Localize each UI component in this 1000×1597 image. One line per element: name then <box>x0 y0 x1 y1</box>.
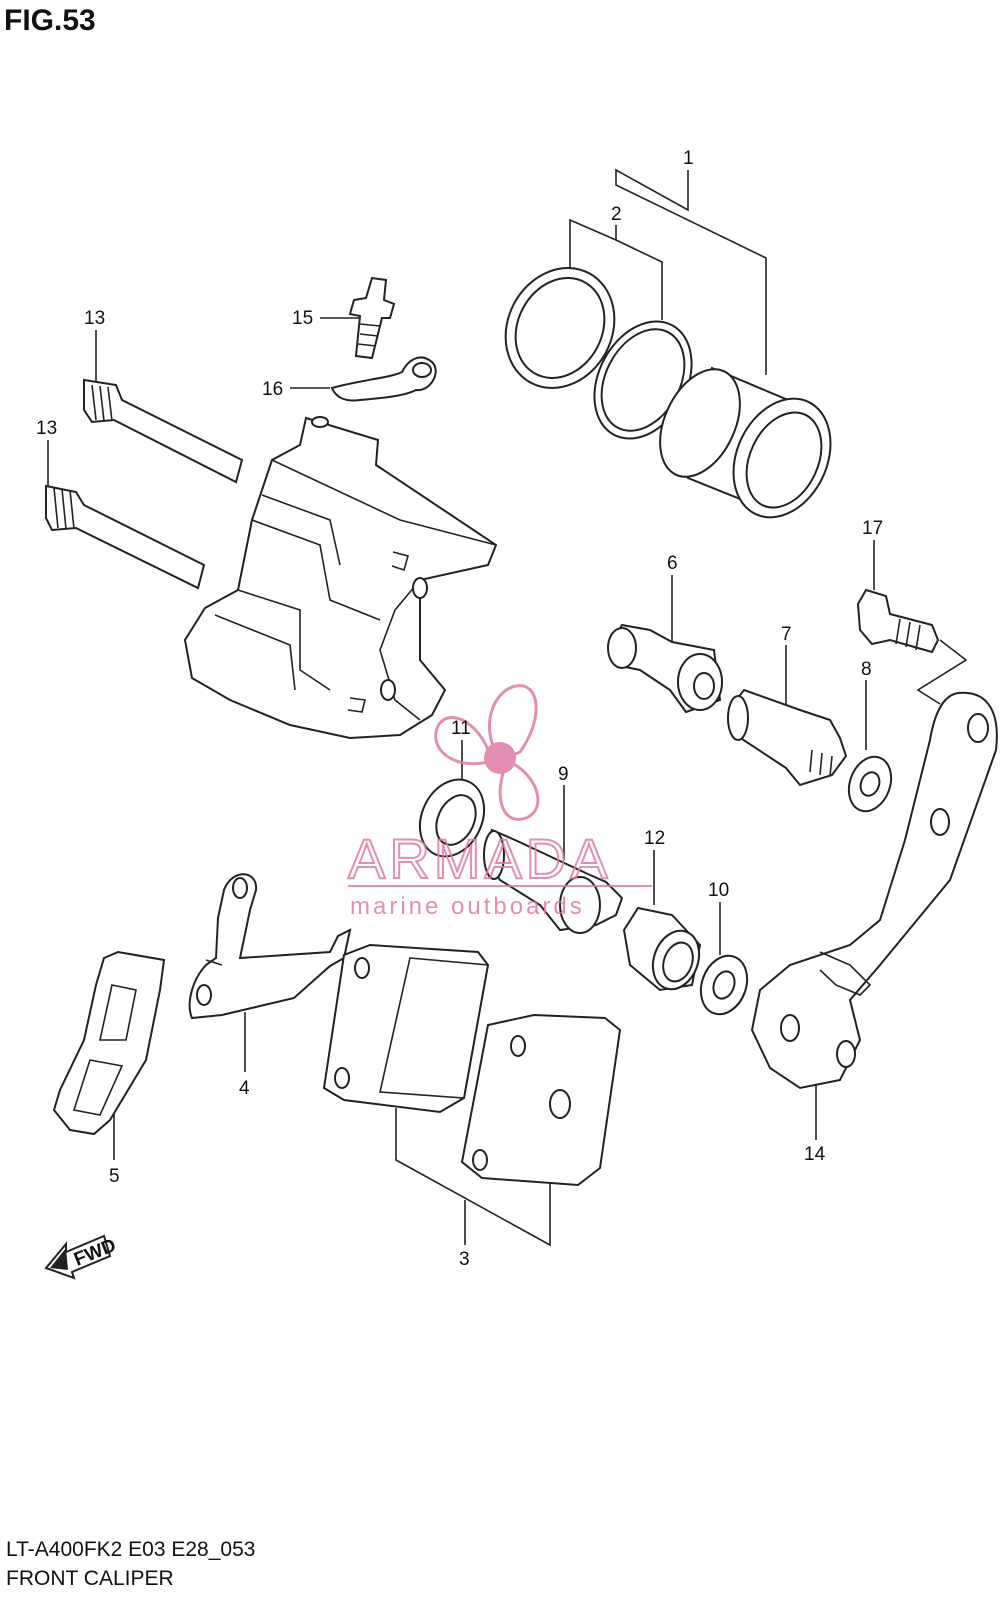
caliper-pin <box>727 688 848 787</box>
leader-lines <box>47 168 968 1247</box>
figure-title: FIG.53 <box>4 4 96 37</box>
part-label-1: 1 <box>683 148 694 169</box>
part-labels: 1 2 3 4 5 6 7 8 9 10 11 12 13 13 14 15 1… <box>36 148 883 1270</box>
caliper-slide-pins <box>45 378 244 590</box>
pin-boot-12 <box>622 906 702 992</box>
part-label-2: 2 <box>611 204 622 225</box>
watermark-brand: ARMADA <box>348 827 612 890</box>
part-label-9: 9 <box>558 764 569 785</box>
part-label-7: 7 <box>781 624 792 645</box>
caliper-piston <box>659 366 832 519</box>
washer-10 <box>699 954 749 1016</box>
part-label-8: 8 <box>861 659 872 680</box>
pin-boot <box>418 778 486 858</box>
brake-pads <box>322 943 622 1187</box>
part-label-13a: 13 <box>84 308 105 329</box>
bleeder-valve <box>348 276 396 360</box>
washer-8 <box>847 755 893 813</box>
part-label-5: 5 <box>109 1166 120 1187</box>
fwd-arrow-icon: FWD <box>44 1234 119 1280</box>
caliper-body <box>183 416 498 740</box>
part-label-11: 11 <box>451 718 471 739</box>
part-label-13b: 13 <box>36 418 57 439</box>
watermark: ARMADA marine outboards <box>347 684 652 920</box>
part-label-16: 16 <box>262 379 283 400</box>
part-label-14: 14 <box>804 1144 826 1165</box>
bleeder-cap <box>330 356 437 402</box>
slide-pin <box>482 828 624 934</box>
bracket-bolt <box>856 588 940 654</box>
part-label-15: 15 <box>292 308 313 329</box>
piston-seal-rings <box>504 267 693 440</box>
caliper-bracket <box>750 691 998 1090</box>
part-label-10: 10 <box>708 880 729 901</box>
part-label-17: 17 <box>862 518 883 539</box>
pad-retainer <box>52 950 166 1136</box>
part-label-6: 6 <box>667 553 678 574</box>
part-label-4: 4 <box>239 1078 250 1099</box>
propeller-logo-icon <box>434 684 540 821</box>
section-name: FRONT CALIPER <box>6 1567 174 1590</box>
part-label-3: 3 <box>459 1249 470 1270</box>
part-label-12: 12 <box>644 828 665 849</box>
pad-spring <box>188 873 352 1020</box>
watermark-tagline: marine outboards <box>350 893 585 920</box>
sleeve-bolt <box>607 623 723 714</box>
model-code: LT-A400FK2 E03 E28_053 <box>6 1538 256 1561</box>
